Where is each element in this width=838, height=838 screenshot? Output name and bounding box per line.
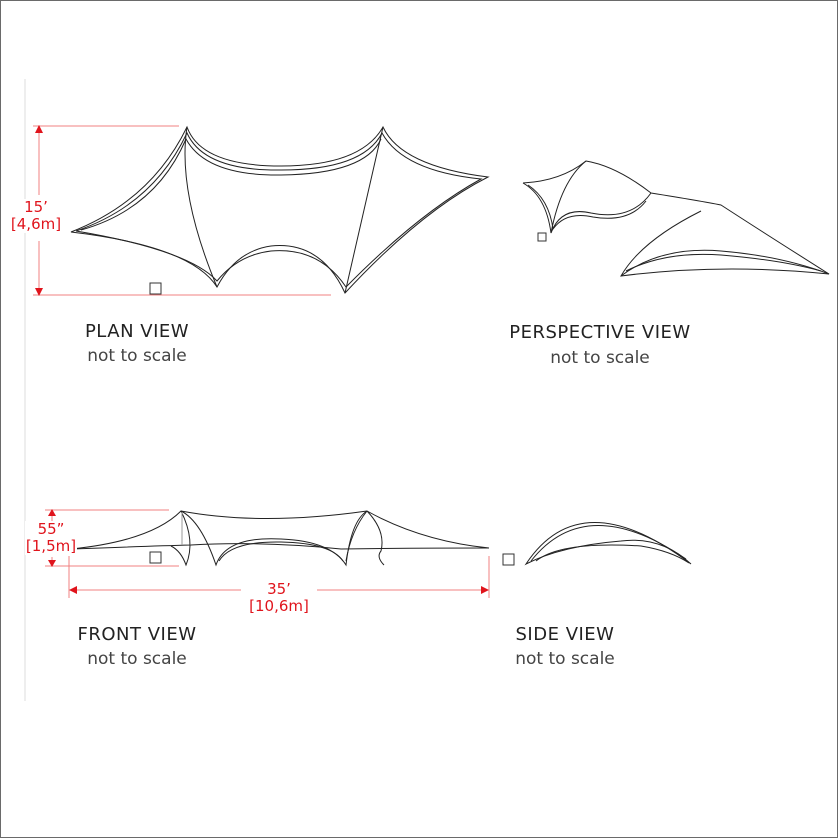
scale-square-icon bbox=[502, 553, 515, 566]
side-view-title: SIDE VIEW bbox=[515, 624, 615, 645]
front-height-imperial: 55” bbox=[37, 520, 65, 538]
scale-square-icon bbox=[537, 232, 547, 242]
side-view-shape bbox=[524, 522, 692, 566]
front-height-dimension: 55” [1,5m] bbox=[25, 521, 77, 555]
plan-height-metric: [4,6m] bbox=[10, 215, 62, 233]
plan-view-title: PLAN VIEW bbox=[84, 321, 190, 342]
scale-square-icon bbox=[149, 551, 162, 564]
scale-square-icon bbox=[149, 282, 162, 295]
front-view-shape bbox=[70, 510, 490, 567]
front-length-imperial: 35’ bbox=[267, 580, 291, 598]
side-view-note: not to scale bbox=[515, 649, 615, 669]
perspective-view-title: PERSPECTIVE VIEW bbox=[509, 322, 691, 343]
plan-view-shape bbox=[70, 125, 490, 294]
perspective-view-shape bbox=[522, 160, 830, 277]
front-view-title: FRONT VIEW bbox=[77, 624, 197, 645]
plan-view-note: not to scale bbox=[87, 346, 187, 366]
front-height-metric: [1,5m] bbox=[25, 537, 77, 555]
front-length-metric: [10,6m] bbox=[249, 597, 309, 615]
front-dimension-lines bbox=[45, 509, 490, 598]
perspective-view-note: not to scale bbox=[550, 348, 650, 368]
plan-height-dimension: 15’ [4,6m] bbox=[5, 199, 67, 233]
front-view-note: not to scale bbox=[87, 649, 187, 669]
plan-dimension-lines bbox=[33, 125, 331, 296]
front-length-dimension: 35’ [10,6m] bbox=[241, 581, 317, 615]
plan-height-imperial: 15’ bbox=[24, 198, 48, 216]
